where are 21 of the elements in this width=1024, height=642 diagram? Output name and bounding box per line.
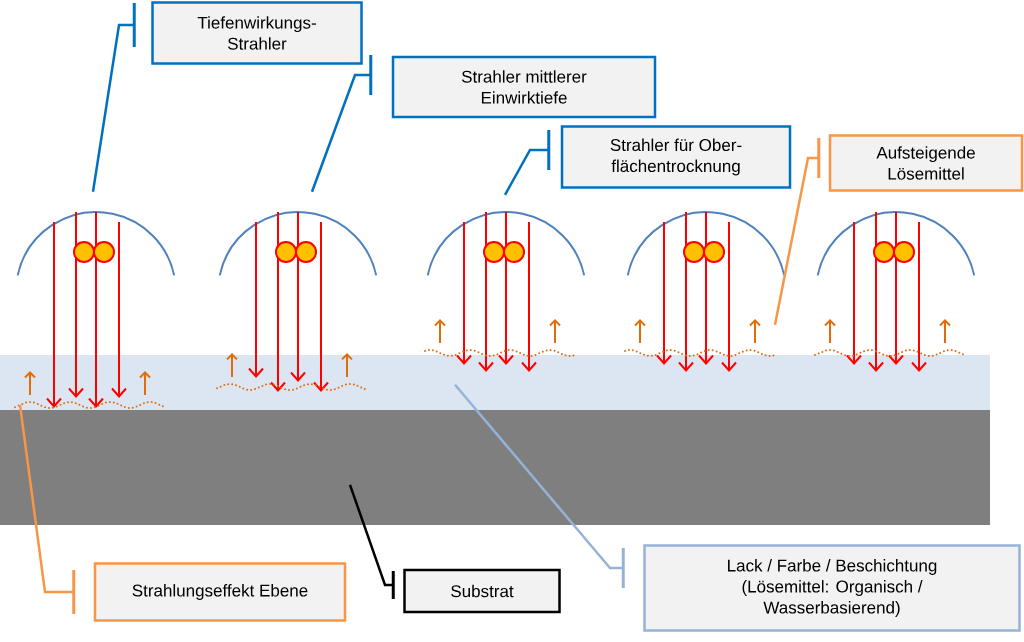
callout-box: Strahlungseffekt Ebene	[93, 562, 347, 622]
callout-box: Aufsteigende Lösemittel	[828, 134, 1024, 192]
lamp-drawing	[424, 211, 586, 372]
leader-line	[348, 484, 395, 599]
lamp-drawing	[14, 211, 176, 409]
callout-box: Strahler für Ober- flächentrocknung	[560, 125, 792, 189]
lamp-drawing	[624, 211, 786, 372]
leader-line	[91, 3, 136, 192]
callout-box: Tiefenwirkungs- Strahler	[151, 1, 363, 65]
layer-band	[0, 355, 990, 410]
lamp-drawing	[814, 211, 976, 372]
layer-band	[0, 410, 990, 525]
leader-line	[503, 130, 551, 196]
lamp-drawing	[216, 211, 378, 392]
leader-line	[773, 138, 821, 326]
leader-line	[454, 384, 625, 588]
callout-box: Lack / Farbe / Beschichtung (Lösemittel: Organisch / Wasserbasierend)	[643, 544, 1021, 632]
callout-box: Strahler mittlerer Einwirktiefe	[391, 55, 657, 119]
callout-box: Substrat	[403, 568, 561, 614]
leader-line	[18, 404, 76, 614]
leader-line	[310, 55, 373, 193]
